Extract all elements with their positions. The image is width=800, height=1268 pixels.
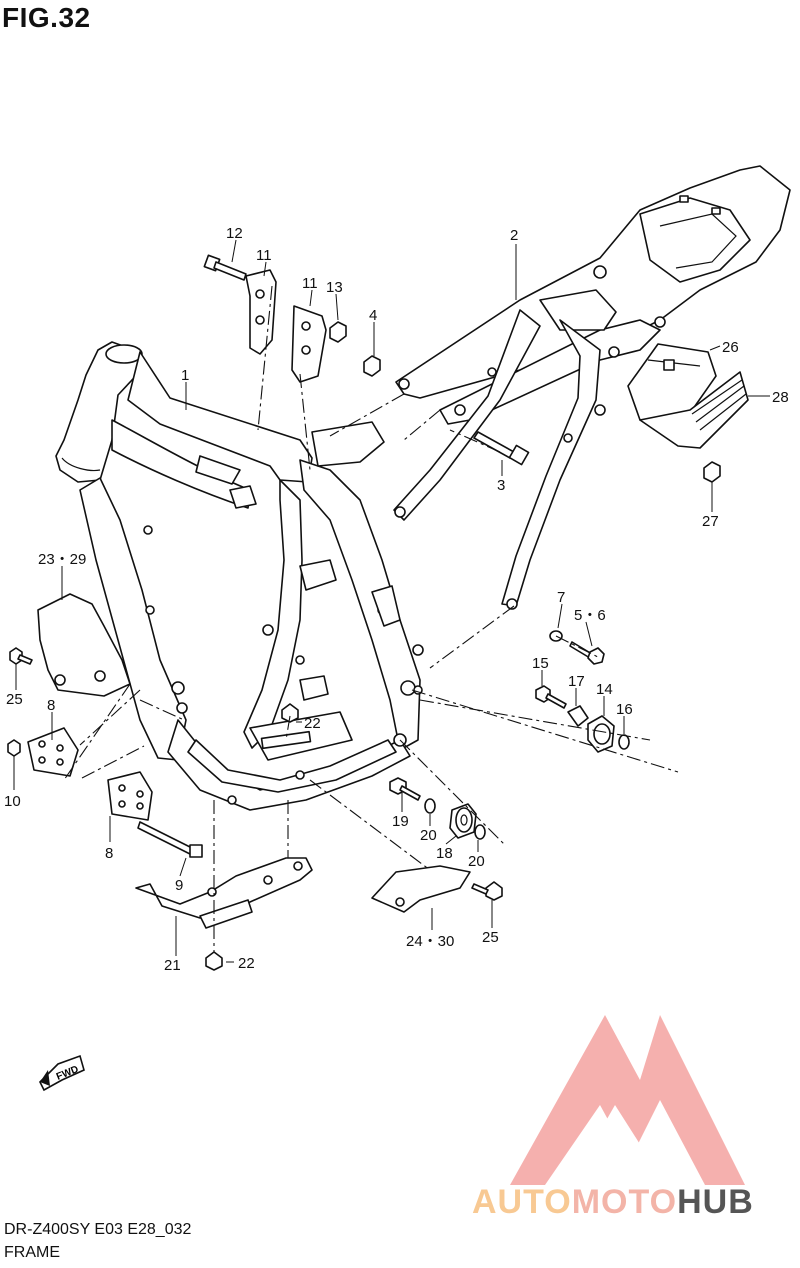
roller-18: [449, 803, 477, 839]
washer-20-left: [424, 798, 436, 814]
plate-8-upper: [27, 727, 79, 777]
bushing-14: [587, 715, 615, 753]
leader-lines: [13, 239, 770, 963]
brand-part3: HUB: [677, 1183, 754, 1221]
callout-15: 15: [532, 655, 549, 672]
bolt-3: [473, 431, 530, 466]
watermark-brand: AUTOMOTOHUB: [472, 1183, 754, 1222]
callout-14: 14: [596, 681, 613, 698]
callout-17: 17: [568, 673, 585, 690]
callout-16: 16: [616, 701, 633, 718]
bolt-15: [535, 685, 567, 709]
callout-11-right: 11: [302, 275, 318, 292]
bolt-22-upper: [281, 703, 299, 723]
bolt-12: [203, 254, 247, 281]
callout-3: 3: [497, 477, 505, 494]
callout-10: 10: [4, 793, 21, 810]
callout-labels: 1 2 3 4 5・6 7 8 8 9 10 11 11 12 13 14 15…: [4, 225, 789, 974]
bolt-25-left: [9, 647, 33, 665]
callout-2: 2: [510, 227, 518, 244]
nut-10: [7, 739, 21, 757]
nut-13: [329, 321, 347, 343]
bolt-9: [137, 821, 203, 858]
callout-20-left: 20: [420, 827, 437, 844]
callout-5-6: 5・6: [574, 607, 606, 624]
bolt-22-lower: [205, 951, 223, 971]
bolt-19: [389, 777, 421, 801]
skid-plate-21: [135, 857, 313, 929]
callout-20-right: 20: [468, 853, 485, 870]
callout-24-30: 24・30: [406, 933, 454, 950]
bolt-5-6: [569, 641, 605, 665]
callout-27: 27: [702, 513, 719, 530]
rear-subframe: [393, 165, 791, 610]
callout-21: 21: [164, 957, 181, 974]
callout-25-left: 25: [6, 691, 23, 708]
callout-28: 28: [772, 389, 789, 406]
bracket-28: [639, 371, 749, 449]
callout-4: 4: [369, 307, 377, 324]
callout-8-upper: 8: [47, 697, 55, 714]
screw-27: [703, 461, 721, 483]
figure-title: FIG.32: [2, 2, 91, 33]
bracket-11-left: [245, 269, 277, 355]
callout-19: 19: [392, 813, 409, 830]
callout-7: 7: [557, 589, 565, 606]
assembly-lines: [63, 285, 679, 952]
plate-8-lower: [107, 771, 153, 821]
callout-25-right: 25: [482, 929, 499, 946]
washer-16: [618, 734, 630, 750]
nut-4: [363, 355, 381, 377]
callout-18: 18: [436, 845, 453, 862]
brand-part2: MOTO: [571, 1183, 678, 1221]
figure-caption: FRAME: [4, 1244, 60, 1261]
model-code: DR-Z400SY E03 E28_032: [4, 1221, 192, 1238]
guard-24-30: [371, 865, 471, 913]
collar-17: [567, 705, 589, 727]
callout-22-upper: 22: [304, 715, 321, 732]
washer-20-right: [474, 824, 486, 840]
callout-22-lower: 22: [238, 955, 255, 972]
main-frame: [55, 341, 424, 811]
callout-12: 12: [226, 225, 243, 242]
fwd-arrow-icon: FWD: [39, 1054, 85, 1092]
callout-1: 1: [181, 367, 189, 384]
callout-9: 9: [175, 877, 183, 894]
brand-part1: AUTO: [472, 1183, 572, 1221]
bolt-25-right: [471, 881, 503, 901]
callout-26: 26: [722, 339, 739, 356]
callout-11-left: 11: [256, 247, 272, 264]
callout-8-lower: 8: [105, 845, 113, 862]
callout-13: 13: [326, 279, 343, 296]
bracket-11-right: [291, 305, 327, 383]
watermark-logo-icon: [510, 1015, 745, 1185]
callout-23-29: 23・29: [38, 551, 86, 568]
